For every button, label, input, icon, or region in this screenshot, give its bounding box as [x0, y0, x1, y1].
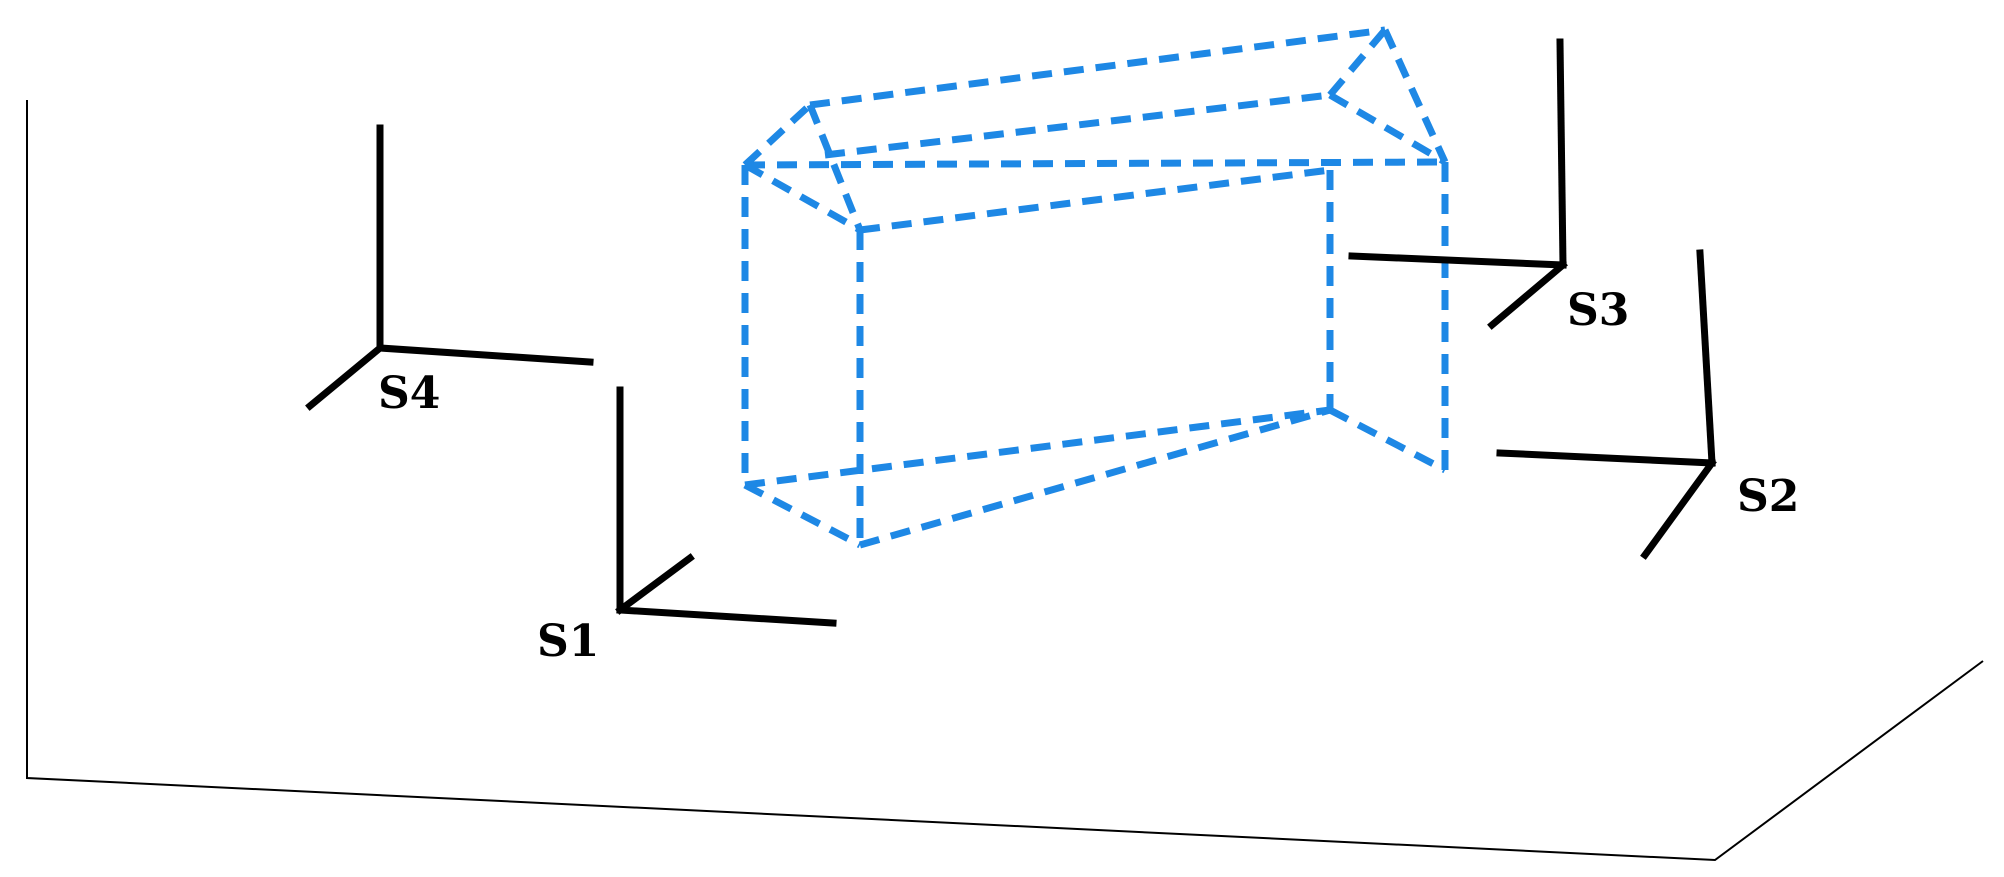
sensor-s1: S1	[537, 386, 837, 667]
sensor-s3-axis-depth	[1487, 260, 1568, 330]
building-edge-left-rafter	[806, 103, 864, 232]
building-edge-left-gable-upper	[742, 102, 813, 168]
building-edge-right-rafter	[1327, 27, 1388, 98]
sensor-s4-label: S4	[378, 368, 440, 419]
building-edge-right-gable-upper	[1381, 28, 1449, 164]
building-edge-ridge	[809, 26, 1386, 109]
sensor-s2-axis-horizontal	[1496, 449, 1716, 467]
building-edge-left-gable-lower	[743, 161, 862, 234]
sensor-s4-axis-depth	[305, 343, 385, 411]
ground-plane	[26, 100, 1984, 862]
sensor-s3-axis-horizontal	[1348, 252, 1567, 269]
sensor-s2-axis-depth	[1640, 458, 1717, 560]
sensor-s1-label: S1	[537, 616, 599, 667]
building-wireframe	[741, 26, 1449, 549]
building-edge-back-bottom	[744, 406, 1331, 489]
sensor-s4-axis-horizontal	[376, 344, 594, 366]
building-edge-front-top	[859, 166, 1331, 234]
sensor-s3-axis-vertical	[1556, 38, 1567, 269]
sensor-s2-axis-vertical	[1696, 249, 1716, 467]
building-edge-right-gable-lower	[1328, 91, 1447, 166]
sensor-s1-axis-depth	[615, 553, 695, 615]
building-edge-right-bottom-back	[1328, 406, 1447, 474]
sensor-s2: S2	[1496, 249, 1799, 560]
ground-plane-outline	[26, 100, 1984, 862]
building-edge-eave-back	[744, 158, 1446, 169]
building-edge-inner-eave	[824, 91, 1331, 159]
sensor-s2-label: S2	[1737, 471, 1799, 522]
sensor-s3-label: S3	[1567, 285, 1629, 336]
sensor-s3: S3	[1348, 38, 1629, 336]
sensor-s1-axis-horizontal	[616, 606, 837, 627]
building-edge-left-bottom	[743, 481, 862, 549]
building-edge-front-bottom	[859, 406, 1331, 549]
sensor-s4: S4	[305, 124, 594, 419]
